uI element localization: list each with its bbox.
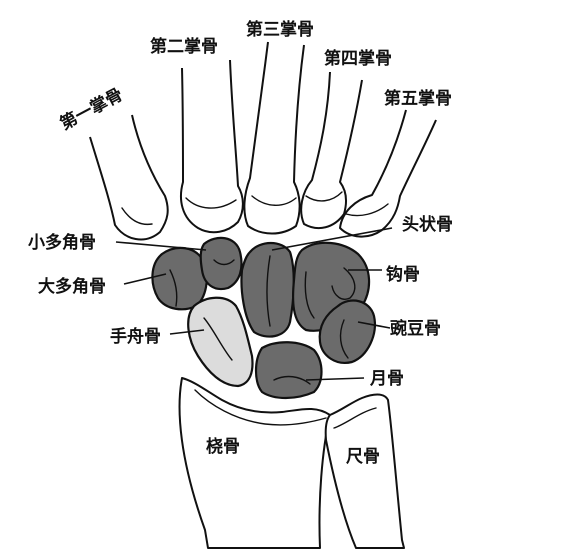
label-scaphoid: 手舟骨 [110, 326, 161, 347]
label-metacarpal-2: 第二掌骨 [150, 36, 218, 57]
metacarpal-1 [89, 114, 169, 241]
label-metacarpal-4: 第四掌骨 [324, 48, 392, 69]
label-metacarpal-3: 第三掌骨 [246, 19, 314, 40]
metacarpal-2 [179, 59, 244, 234]
label-ulna: 尺骨 [346, 447, 380, 467]
lunate-bone [254, 341, 323, 400]
leader-trapezoid [115, 241, 207, 251]
label-hamate: 钩骨 [386, 264, 420, 285]
label-capitate: 头状骨 [402, 214, 453, 235]
metacarpal-4 [300, 71, 363, 230]
radius-bone [178, 377, 331, 549]
leader-capitate [271, 227, 393, 251]
leader-pisiform [357, 321, 391, 329]
labels: 第一掌骨 第二掌骨 第三掌骨 第四掌骨 第五掌骨 小多角骨 头状骨 大多角骨 钩… [28, 19, 453, 467]
pisiform-bone [318, 299, 376, 364]
leader-lunate [305, 377, 365, 381]
label-lunate: 月骨 [369, 369, 404, 389]
capitate-bone [240, 241, 295, 338]
label-radius: 桡骨 [206, 436, 240, 457]
label-trapezium: 大多角骨 [38, 276, 106, 297]
trapezium-bone [151, 246, 208, 311]
metacarpal-3 [243, 41, 305, 235]
label-metacarpal-5: 第五掌骨 [384, 88, 452, 109]
leader-trapezium [123, 273, 167, 285]
scaphoid-bone [187, 296, 254, 388]
trapezoid-bone [199, 236, 243, 291]
ulna-bone [324, 393, 405, 549]
leader-lines [115, 227, 393, 381]
metacarpal-5 [339, 109, 437, 238]
label-pisiform: 豌豆骨 [390, 318, 441, 339]
label-trapezoid: 小多角骨 [28, 232, 96, 253]
leader-scaphoid [169, 329, 205, 335]
